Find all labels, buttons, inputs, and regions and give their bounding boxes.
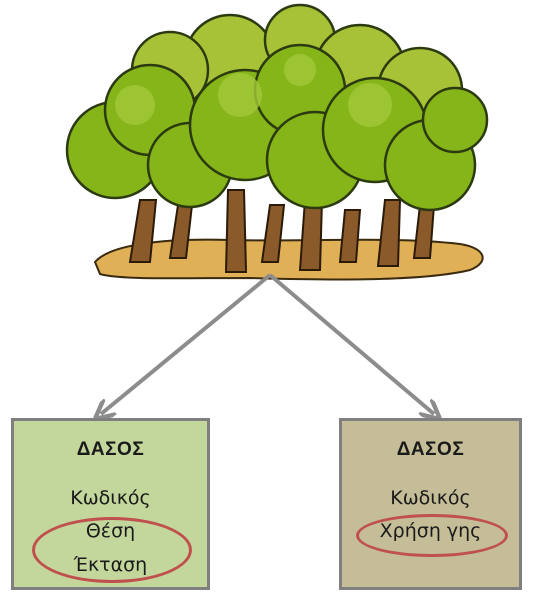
arrows [101, 273, 434, 414]
arrow-to-right-entity [268, 273, 434, 414]
forest-icon [65, 3, 489, 281]
left-entity-title: ΔΑΣΟΣ [76, 439, 145, 460]
arrow-to-left-entity [101, 273, 272, 414]
right-highlight-oval [356, 514, 508, 557]
right-entity-box: ΔΑΣΟΣ Κωδικός Χρήση γης [339, 418, 522, 590]
right-attr-code: Κωδικός [390, 487, 471, 509]
left-entity-box: ΔΑΣΟΣ Κωδικός Θέση Έκταση [11, 418, 210, 590]
left-highlight-oval [32, 517, 192, 583]
left-attr-code: Κωδικός [70, 487, 151, 509]
right-entity-title: ΔΑΣΟΣ [396, 439, 465, 460]
